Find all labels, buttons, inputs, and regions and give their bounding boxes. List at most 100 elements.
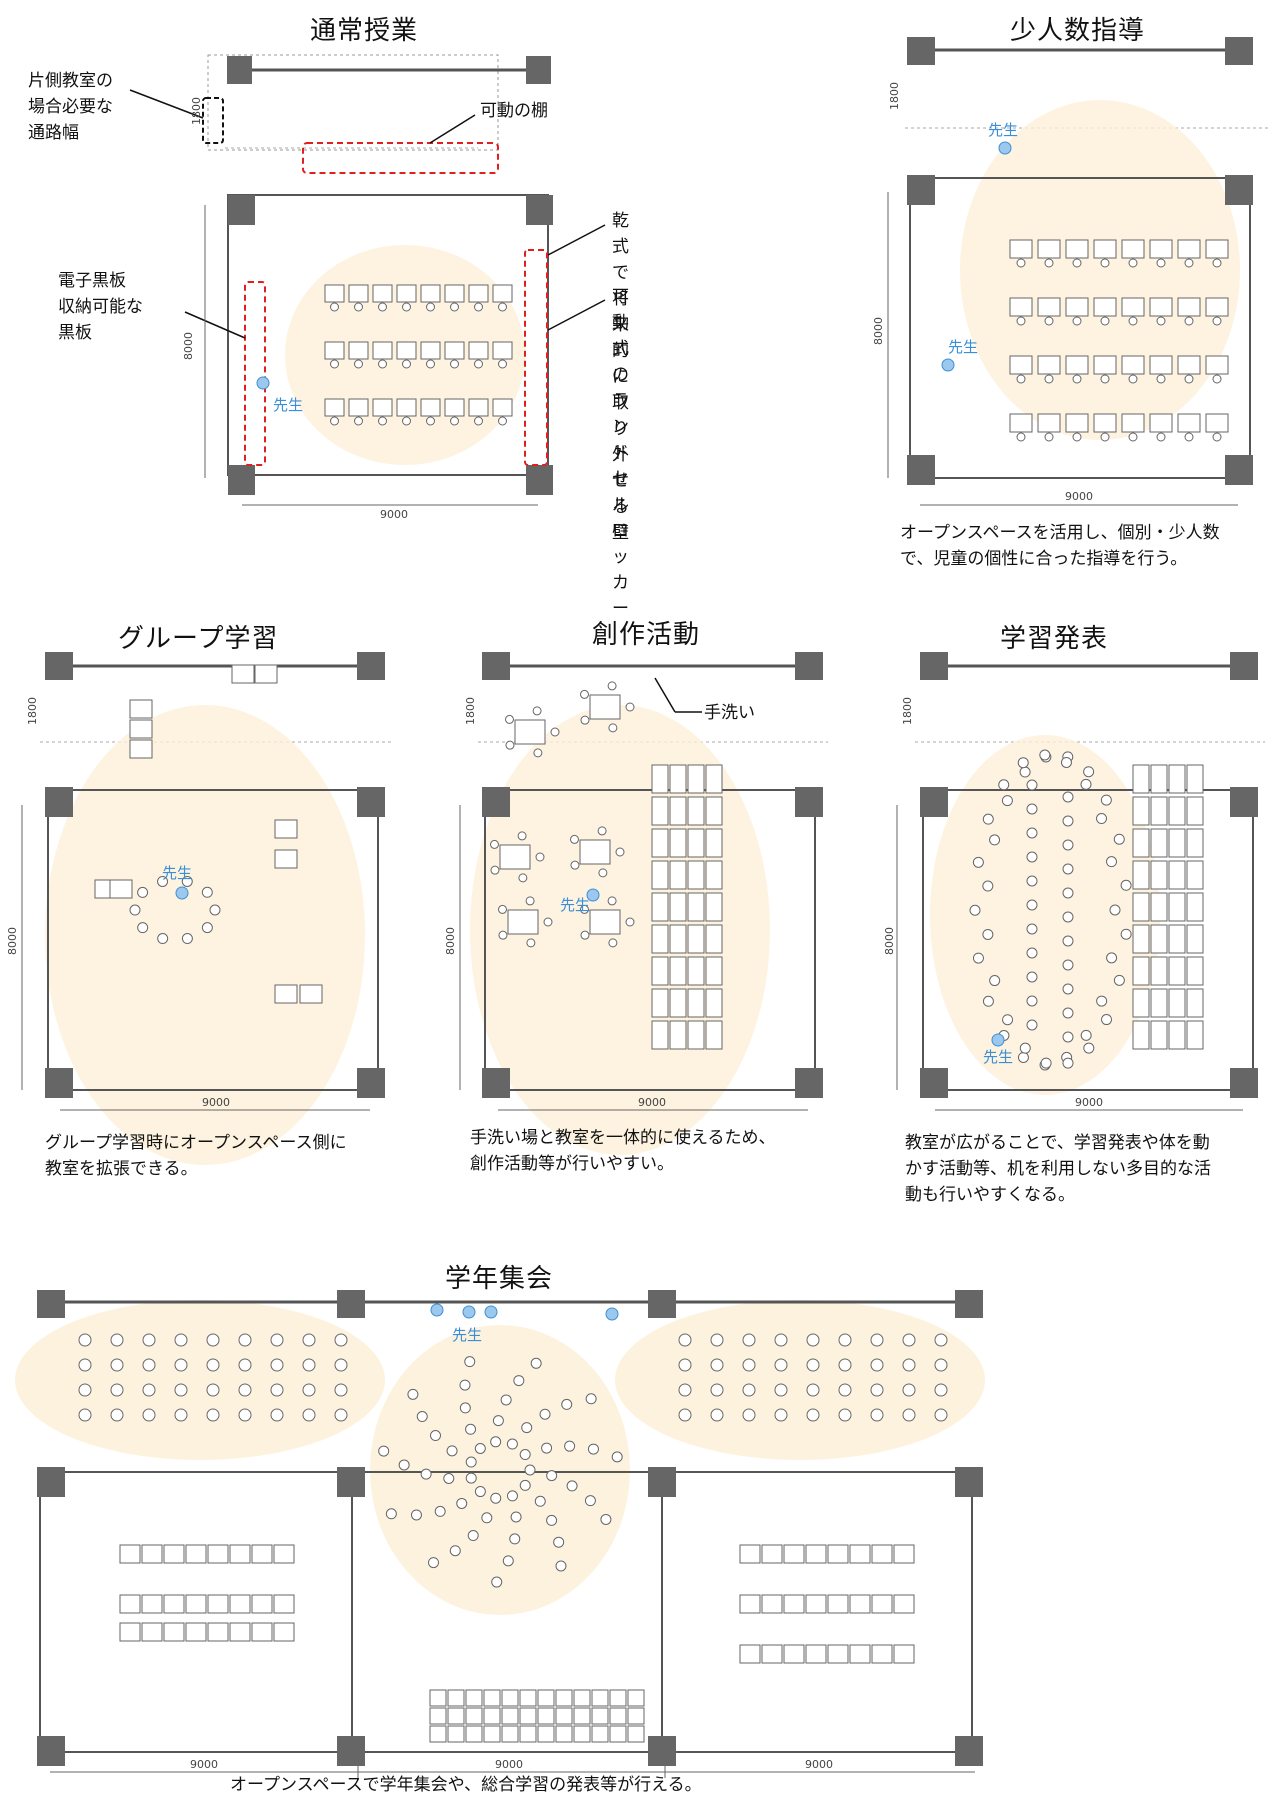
furniture	[1150, 956, 1168, 986]
person-seat	[1062, 983, 1074, 995]
panel-small-group: 少人数指導 先生 先生 9000 8000 1800 オープンスペースを活用し、…	[870, 0, 1279, 569]
person-seat	[238, 1383, 252, 1397]
furniture	[669, 892, 687, 922]
furniture	[1065, 297, 1089, 317]
person-seat	[561, 1398, 573, 1410]
furniture	[705, 796, 723, 826]
furniture	[1149, 297, 1173, 317]
person-seat	[1109, 904, 1121, 916]
person-seat	[504, 714, 514, 724]
person-seat	[450, 416, 459, 426]
panel-creative-activity: 創作活動 先生 9000 8000 1800 手洗い 手洗い場と教室を一体的に使…	[440, 610, 870, 1190]
person-seat	[611, 1451, 623, 1463]
furniture	[348, 398, 369, 417]
person-seat	[1080, 778, 1092, 790]
person-seat	[569, 834, 579, 844]
furniture	[324, 284, 345, 303]
furniture	[627, 1707, 645, 1725]
furniture	[893, 1544, 915, 1564]
dim-height: 8000	[6, 927, 19, 955]
dim-corridor: 1800	[464, 697, 477, 725]
person-seat	[467, 1530, 479, 1542]
person-seat	[1062, 815, 1074, 827]
person-seat	[1106, 952, 1118, 964]
person-seat	[1156, 432, 1166, 442]
furniture	[669, 924, 687, 954]
person-seat	[587, 1443, 599, 1455]
person-seat	[608, 723, 618, 733]
furniture	[447, 1725, 465, 1743]
caption: 手洗い場と教室を一体的に使えるため、 創作活動等が行いやすい。	[470, 1128, 776, 1174]
person-seat	[1026, 827, 1038, 839]
furniture	[429, 1689, 447, 1707]
caption: オープンスペースで学年集会や、総合学習の発表等が行える。	[230, 1775, 702, 1795]
dim-width: 9000	[202, 1096, 230, 1109]
person-seat	[566, 1480, 578, 1492]
person-seat	[181, 933, 193, 945]
person-seat	[510, 1511, 522, 1523]
person-seat	[513, 1375, 525, 1387]
floor-plan-group: 先生 9000 8000 1800	[6, 652, 392, 1165]
person-seat	[110, 1358, 124, 1372]
furniture	[1177, 413, 1201, 433]
person-seat	[806, 1383, 820, 1397]
dim-width: 9000	[638, 1096, 666, 1109]
person-seat	[492, 1415, 504, 1427]
furniture	[1150, 1020, 1168, 1050]
person-seat	[1100, 316, 1110, 326]
person-seat	[1212, 316, 1222, 326]
person-seat	[506, 1490, 518, 1502]
furniture	[651, 1020, 669, 1050]
furniture	[1132, 892, 1150, 922]
person-seat	[902, 1333, 916, 1347]
furniture	[251, 1594, 273, 1614]
person-seat	[330, 302, 339, 312]
person-seat	[465, 1472, 477, 1484]
furniture	[609, 1707, 627, 1725]
floor-plan-assembly: 先生 9000 9000 9000	[15, 1290, 985, 1778]
furniture	[1093, 297, 1117, 317]
person-seat	[1120, 879, 1132, 891]
person-seat	[1044, 374, 1054, 384]
person-seat	[402, 416, 411, 426]
person-seat	[934, 1408, 948, 1422]
furniture	[669, 988, 687, 1018]
person-seat	[1044, 432, 1054, 442]
person-seat	[1212, 374, 1222, 384]
person-seat	[137, 922, 149, 934]
furniture	[1009, 413, 1033, 433]
person-seat	[1120, 928, 1132, 940]
furniture	[849, 1644, 871, 1664]
person-seat	[206, 1333, 220, 1347]
person-seat	[1101, 1014, 1113, 1026]
furniture	[207, 1622, 229, 1642]
person-seat	[142, 1333, 156, 1347]
person-seat	[378, 416, 387, 426]
person-seat	[584, 1495, 596, 1507]
person-seat	[270, 1383, 284, 1397]
person-seat	[174, 1358, 188, 1372]
furniture	[805, 1544, 827, 1564]
teacher-label: 先生	[988, 121, 1018, 139]
furniture	[229, 1622, 251, 1642]
panel-title: 通常授業	[310, 16, 419, 46]
furniture	[468, 341, 489, 360]
furniture	[1205, 355, 1229, 375]
person-seat	[302, 1358, 316, 1372]
person-seat	[446, 1445, 458, 1457]
person-seat	[1062, 935, 1074, 947]
furniture	[669, 796, 687, 826]
furniture	[109, 879, 133, 899]
person-seat	[428, 1557, 440, 1569]
person-seat	[533, 748, 543, 758]
panel-group-learning: グループ学習 先生 9000 8000 1800 グループ学習時にオープンスペー…	[0, 610, 420, 1190]
furniture	[893, 1644, 915, 1664]
person-seat	[1017, 757, 1029, 769]
person-seat	[838, 1333, 852, 1347]
person-seat	[378, 359, 387, 369]
person-seat	[402, 359, 411, 369]
furniture	[1121, 413, 1145, 433]
furniture	[739, 1644, 761, 1664]
person-seat	[600, 1513, 612, 1525]
furniture	[229, 1544, 251, 1564]
